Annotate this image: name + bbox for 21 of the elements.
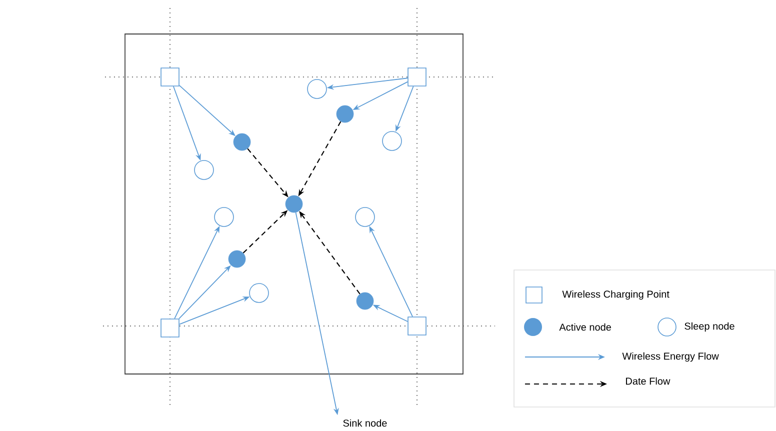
sleep-node (249, 283, 269, 303)
active-node (336, 105, 354, 123)
sleep-node (307, 79, 327, 99)
sleep-node (214, 207, 234, 227)
legend-text: Sleep node (684, 322, 734, 332)
charging-point-square (408, 316, 426, 336)
sleep-node (355, 207, 375, 227)
active-node (285, 195, 303, 213)
sleep-node (194, 160, 214, 180)
charging-point-square (408, 68, 426, 86)
charging-point-square (160, 318, 180, 338)
charging-point-square (160, 68, 180, 86)
active-node (356, 292, 374, 310)
legend-text: Wireless Energy Flow (622, 352, 719, 362)
active-node (233, 133, 251, 151)
active-node (228, 250, 246, 268)
legend-text: Date Flow (626, 377, 670, 385)
node-label: Sink node (343, 419, 387, 427)
sleep-node (382, 131, 402, 151)
legend-text: Wireless Charging Point (562, 290, 670, 300)
legend-text: Active node (559, 323, 611, 331)
